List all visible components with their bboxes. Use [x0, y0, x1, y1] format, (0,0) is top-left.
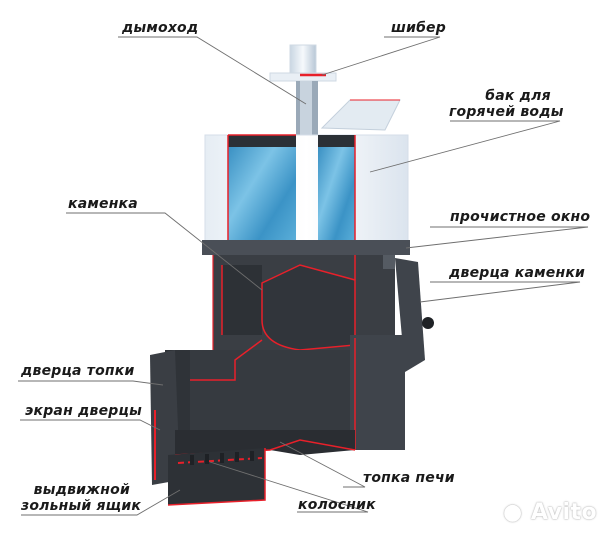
label-tank-line2: горячей воды	[449, 104, 564, 120]
label-firebox-door: дверца топки	[21, 363, 135, 379]
label-damper: шибер	[391, 20, 446, 36]
label-heater: каменка	[68, 196, 138, 212]
label-tank-line1: бак для	[485, 88, 551, 104]
label-ash-line1: выдвижной	[33, 482, 130, 498]
label-ash-line2: зольный ящик	[21, 498, 142, 514]
label-chimney: дымоход	[122, 20, 199, 36]
label-firebox: топка печи	[363, 470, 455, 486]
stove-body	[150, 240, 434, 506]
leader-lines	[18, 36, 589, 516]
avito-watermark: ● Avito	[503, 500, 597, 525]
label-heater-door: дверца каменки	[449, 265, 586, 281]
label-cleaning-window: прочистное окно	[450, 209, 591, 225]
label-grate: колосник	[298, 497, 376, 513]
label-door-screen: экран дверцы	[25, 403, 142, 419]
watermark-text: Avito	[530, 500, 598, 525]
avito-dots-icon: ●	[503, 500, 523, 525]
